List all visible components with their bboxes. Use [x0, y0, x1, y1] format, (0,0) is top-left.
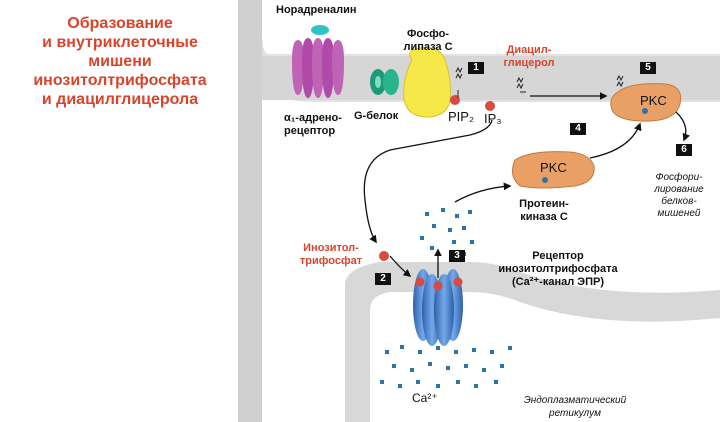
step-badge-1: 1	[468, 62, 484, 74]
label-line: лирование	[654, 184, 704, 195]
dag-lipid-tail	[516, 76, 526, 93]
ip3-name-label: Инозитол- трифосфат	[296, 242, 366, 268]
step-badge-4: 4	[570, 123, 586, 135]
label-line: инозитолтрифосфата	[498, 263, 618, 275]
pkc-membrane-dot	[642, 108, 648, 114]
step-badge-6: 6	[676, 144, 692, 156]
pkc-name-label: Протеин- киназа С	[506, 198, 582, 224]
calcium-ions-er	[380, 345, 512, 388]
title-line: инозитолтрифосфата	[33, 72, 207, 89]
er-membrane	[345, 262, 720, 422]
pip2-lipid-tail	[455, 66, 463, 98]
pkc-cytosol-dot	[542, 177, 548, 183]
label-line: (Ca²⁺-канал ЭПР)	[511, 276, 605, 288]
label-line: Диацил-	[506, 44, 552, 56]
alpha1-adrenoreceptor	[292, 38, 344, 98]
ip3-dot-cytosol	[379, 251, 389, 261]
label-line: Протеин-	[519, 198, 569, 210]
label-line: Инозитол-	[303, 242, 359, 254]
label-line: α₁-адрено-	[284, 112, 342, 124]
pkc-cytosol	[511, 151, 595, 189]
step-badge-5: 5	[640, 62, 656, 74]
label-line: киназа С	[520, 211, 568, 223]
pkc-cytosol-label: PKC	[540, 160, 567, 175]
ip3-receptor-label: Рецептор инозитолтрифосфата (Ca²⁺-канал …	[490, 250, 626, 289]
pkc-membrane-label: PKC	[640, 93, 667, 108]
arrow-pkc-to-phosphorylation	[675, 111, 690, 142]
phospholipase-label: Фосфо- липаза С	[400, 28, 456, 54]
label-line: Эндоплазматический	[523, 395, 627, 406]
arrow-ip3-down	[363, 119, 493, 244]
title-line: Образование	[67, 15, 173, 32]
ip3-receptor-channel	[413, 269, 463, 346]
pkc-lipid-tail	[616, 74, 624, 88]
noradrenaline-label: Норадреналин	[276, 4, 357, 16]
noradrenaline-ligand	[311, 25, 329, 35]
label-line: липаза С	[403, 41, 453, 53]
title-line: мишени	[88, 53, 152, 70]
phospholipase-c	[403, 47, 451, 118]
label-line: трифосфат	[299, 255, 363, 267]
label-line: глицерол	[503, 57, 555, 69]
title-line: и внутриклеточные	[42, 34, 198, 51]
step-badge-2: 2	[375, 273, 391, 285]
label-line: ретикулум	[549, 408, 601, 419]
label-line: Рецептор	[532, 250, 584, 262]
arrow-ca-to-pkc	[454, 182, 512, 203]
phosphorylation-label: Фосфори- лирование белков- мишеней	[640, 172, 718, 220]
label-line: мишеней	[657, 208, 701, 219]
ip3-label: IP₃	[484, 111, 502, 126]
arrow-pkc-cytosol-to-membrane	[589, 122, 642, 159]
arrow-ip3-to-channel	[389, 255, 412, 277]
g-protein	[370, 69, 399, 95]
label-line: рецептор	[284, 125, 336, 137]
g-protein-label: G-белок	[354, 110, 399, 122]
er-label: Эндоплазматический ретикулум	[510, 394, 640, 420]
label-line: Фосфо-	[407, 28, 449, 40]
dag-label: Диацил- глицерол	[496, 44, 562, 70]
calcium-ions-cytosol	[420, 208, 474, 256]
label-line: Фосфори-	[655, 172, 703, 183]
pip2-label: PIP₂	[448, 109, 474, 124]
page-title: Образование и внутриклеточные мишени ино…	[0, 14, 240, 109]
step-badge-3: 3	[449, 250, 465, 262]
pkc-membrane	[610, 83, 682, 122]
title-line: и диацилглицерола	[41, 91, 199, 108]
label-line: белков-	[661, 196, 697, 207]
calcium-label: Ca²⁺	[412, 391, 438, 405]
receptor-label: α₁-адрено- рецептор	[284, 112, 342, 138]
ip3-dot-membrane	[485, 101, 495, 111]
